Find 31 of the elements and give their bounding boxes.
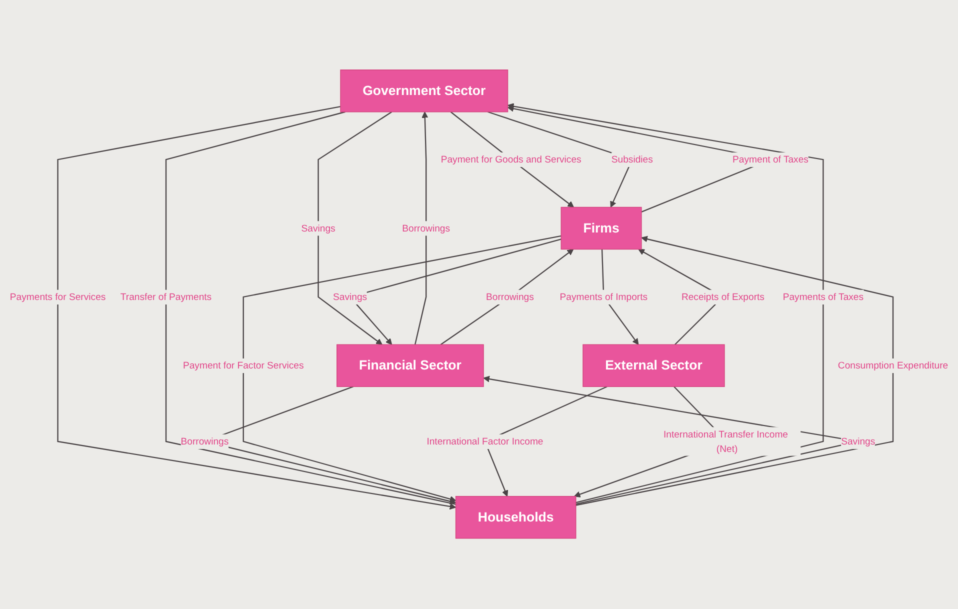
edge-label: Consumption Expenditure bbox=[838, 360, 948, 372]
edge-label: Savings bbox=[301, 222, 336, 234]
edge-label: Receipts of Exports bbox=[681, 292, 764, 303]
edge-label: Payments for Services bbox=[10, 292, 106, 303]
connector bbox=[165, 112, 456, 506]
arrow bbox=[242, 236, 562, 503]
node-box: Government Sector bbox=[340, 70, 508, 113]
edge-label: Savings bbox=[333, 292, 368, 303]
arrow bbox=[318, 112, 392, 346]
edge-label: Payment of Taxes bbox=[732, 154, 808, 166]
arrow bbox=[507, 103, 824, 504]
arrow bbox=[576, 236, 894, 506]
arrow bbox=[414, 112, 428, 346]
edge-label: Savings bbox=[841, 436, 876, 448]
edge-label: Subsidies bbox=[611, 154, 653, 166]
arrow bbox=[440, 249, 574, 346]
node-box: Households bbox=[455, 496, 576, 540]
edge-label: Payment for Factor Services bbox=[182, 360, 304, 372]
edge-label: Payments of Taxes bbox=[782, 292, 864, 303]
edge-label: Transfer of Payments bbox=[120, 292, 212, 303]
edge-label: Borrowings bbox=[402, 222, 450, 234]
node-box: Firms bbox=[560, 207, 642, 250]
edge-label: International Transfer Income (Net) bbox=[663, 428, 788, 454]
node-box: External Sector bbox=[582, 344, 725, 388]
edge-label: Payment for Goods and Services bbox=[440, 154, 582, 166]
edge-label: Borrowings bbox=[486, 292, 534, 303]
arrow bbox=[57, 106, 456, 510]
edge-label: Payments of Imports bbox=[560, 292, 648, 303]
edge-label: Borrowings bbox=[180, 436, 229, 448]
node-box: Financial Sector bbox=[336, 344, 484, 388]
edge-label: International Factor Income bbox=[426, 436, 544, 448]
